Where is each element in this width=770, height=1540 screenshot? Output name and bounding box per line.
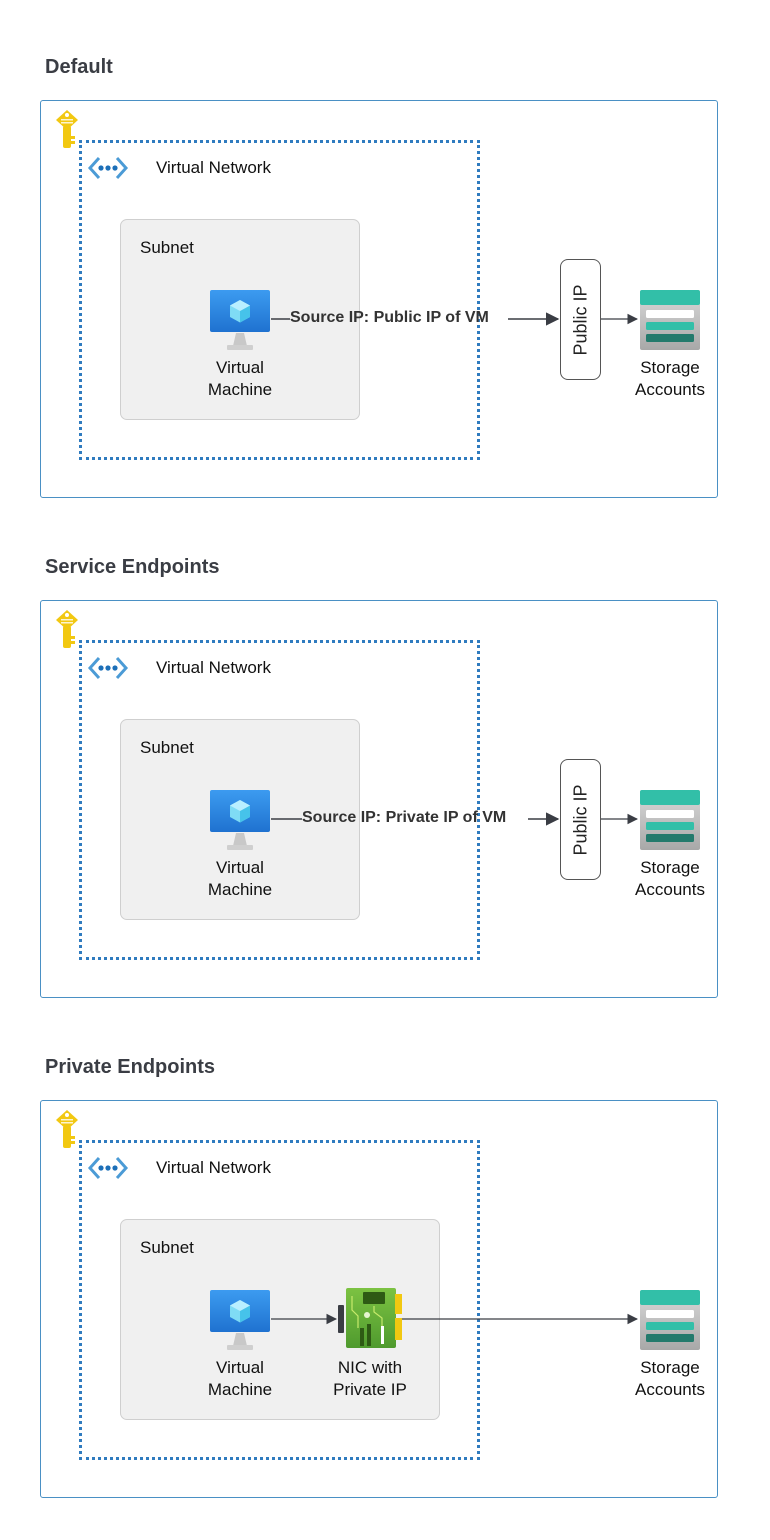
- nic-label-line1: NIC with: [337, 1358, 403, 1377]
- network-interface-icon: [338, 1288, 402, 1348]
- virtual-network-label: Virtual Network: [156, 658, 271, 677]
- panel-service-endpoints: Service Endpoints Virtual Network Subnet…: [0, 500, 770, 1000]
- section-title: Default: [45, 56, 113, 78]
- virtual-network-boundary: [79, 640, 480, 960]
- vm-label-line2: Machine: [207, 880, 273, 899]
- storage-label-line2: Accounts: [635, 880, 705, 899]
- storage-accounts-icon: [640, 290, 700, 350]
- virtual-machine-label: Virtual Machine: [190, 357, 290, 401]
- storage-label-line2: Accounts: [635, 1380, 705, 1399]
- virtual-network-boundary: [79, 140, 480, 460]
- panel-private-endpoints: Private Endpoints Virtual Network Subnet…: [0, 1000, 770, 1500]
- subnet-label: Subnet: [140, 238, 194, 257]
- vm-label-line1: Virtual: [216, 358, 264, 377]
- storage-accounts-icon: [640, 1290, 700, 1350]
- storage-label-line2: Accounts: [635, 380, 705, 399]
- flow-label: Source IP: Public IP of VM: [290, 309, 489, 326]
- panel-default: Default Virtual Network Subnet Virtual M…: [0, 0, 770, 500]
- section-title: Service Endpoints: [45, 556, 220, 578]
- virtual-machine-label: Virtual Machine: [190, 857, 290, 901]
- subscription-boundary: [40, 100, 718, 498]
- virtual-network-icon: [87, 156, 129, 180]
- connectors: [271, 312, 639, 326]
- virtual-network-icon: [87, 1156, 129, 1180]
- virtual-network-icon: [87, 656, 129, 680]
- virtual-network-label: Virtual Network: [156, 158, 271, 177]
- virtual-machine-icon: [210, 790, 270, 850]
- public-ip-box: Public IP: [560, 259, 601, 380]
- storage-accounts-label: Storage Accounts: [620, 1357, 720, 1401]
- storage-accounts-icon: [640, 790, 700, 850]
- vm-label-line1: Virtual: [216, 1358, 264, 1377]
- connectors: [271, 812, 639, 826]
- key-icon: [56, 610, 78, 648]
- virtual-network-label: Virtual Network: [156, 1158, 271, 1177]
- key-icon: [56, 1110, 78, 1148]
- storage-accounts-label: Storage Accounts: [620, 857, 720, 901]
- subscription-boundary: [40, 600, 718, 998]
- subscription-boundary: [40, 1100, 718, 1498]
- public-ip-label: Public IP: [570, 283, 590, 356]
- nic-label-line2: Private IP: [333, 1380, 407, 1399]
- flow-label: Source IP: Private IP of VM: [302, 809, 507, 826]
- storage-label-line1: Storage: [640, 358, 700, 377]
- storage-label-line1: Storage: [640, 1358, 700, 1377]
- vm-label-line2: Machine: [207, 380, 273, 399]
- virtual-machine-icon: [210, 290, 270, 350]
- vm-label-line1: Virtual: [216, 858, 264, 877]
- public-ip-label: Public IP: [570, 783, 590, 856]
- connectors: [271, 1313, 639, 1325]
- virtual-network-boundary: [79, 1140, 480, 1460]
- vm-label-line2: Machine: [207, 1380, 273, 1399]
- section-title: Private Endpoints: [45, 1056, 216, 1078]
- storage-label-line1: Storage: [640, 858, 700, 877]
- nic-label: NIC with Private IP: [320, 1357, 420, 1401]
- virtual-machine-label: Virtual Machine: [190, 1357, 290, 1401]
- subnet-label: Subnet: [140, 738, 194, 757]
- storage-accounts-label: Storage Accounts: [620, 357, 720, 401]
- key-icon: [56, 110, 78, 148]
- public-ip-box: Public IP: [560, 759, 601, 880]
- subnet-label: Subnet: [140, 1238, 194, 1257]
- virtual-machine-icon: [210, 1290, 270, 1350]
